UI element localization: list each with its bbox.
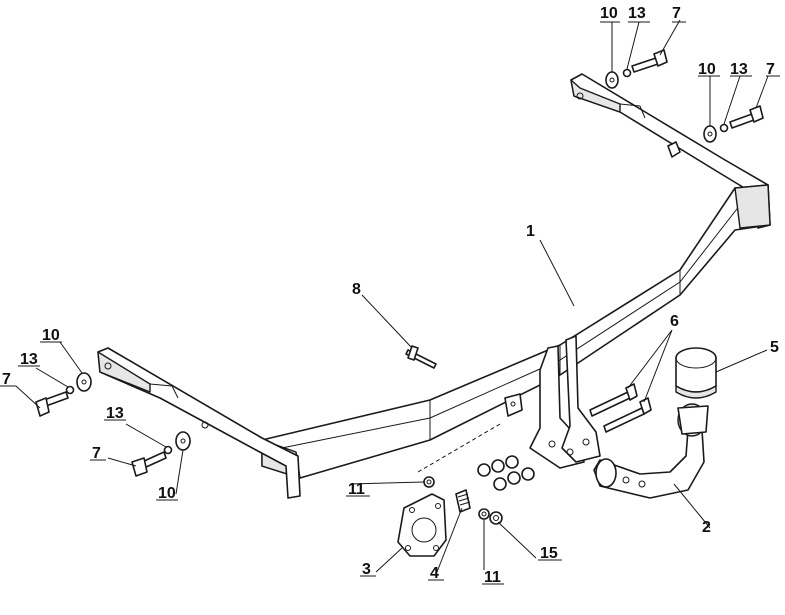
callout-7-left-upper: 7 xyxy=(2,371,11,388)
assembly-guide-line xyxy=(417,423,501,473)
callout-7-top-right: 7 xyxy=(766,61,775,78)
socket-plate xyxy=(397,493,447,557)
callout-13-left-upper: 13 xyxy=(20,351,38,368)
fastener-stack xyxy=(423,476,503,525)
ball-neck xyxy=(593,403,709,499)
ball-cap xyxy=(675,347,717,399)
fastener-set-left-upper xyxy=(35,372,92,417)
left-side-bracket xyxy=(97,347,301,499)
callout-13-top-right: 13 xyxy=(730,61,748,78)
callout-4: 4 xyxy=(430,565,439,582)
callout-11-left: 11 xyxy=(348,481,365,498)
callout-10-top-right: 10 xyxy=(698,61,716,78)
bracket-nuts xyxy=(477,455,535,491)
right-side-bracket xyxy=(570,73,771,229)
callout-2: 2 xyxy=(702,519,711,536)
callout-15: 15 xyxy=(540,545,558,562)
callout-10-left-upper: 10 xyxy=(42,327,60,344)
callout-7-left-lower: 7 xyxy=(92,445,101,462)
callout-5: 5 xyxy=(770,339,779,356)
callout-10-top-left: 10 xyxy=(600,5,618,22)
callout-13-left-lower: 13 xyxy=(106,405,124,422)
leader-lines xyxy=(15,19,769,573)
callout-1: 1 xyxy=(526,223,535,240)
callout-10-left-lower: 10 xyxy=(158,485,176,502)
callout-6: 6 xyxy=(670,313,679,330)
ball-mount-brackets xyxy=(504,335,601,469)
fastener-set-top-left xyxy=(605,49,668,89)
pin xyxy=(405,345,437,369)
long-bolts xyxy=(589,383,652,433)
fastener-set-top-right xyxy=(703,105,764,143)
callout-11-bottom: 11 xyxy=(484,569,501,586)
label-underlines xyxy=(0,21,780,585)
callout-13-top-left: 13 xyxy=(628,5,646,22)
callout-8: 8 xyxy=(352,281,361,298)
callout-7-top-left: 7 xyxy=(672,5,681,22)
fastener-set-left-lower xyxy=(131,431,191,477)
callout-labels: 1 2 3 4 5 6 7 7 7 7 8 10 10 10 10 11 11 … xyxy=(2,5,779,586)
callout-3: 3 xyxy=(362,561,371,578)
